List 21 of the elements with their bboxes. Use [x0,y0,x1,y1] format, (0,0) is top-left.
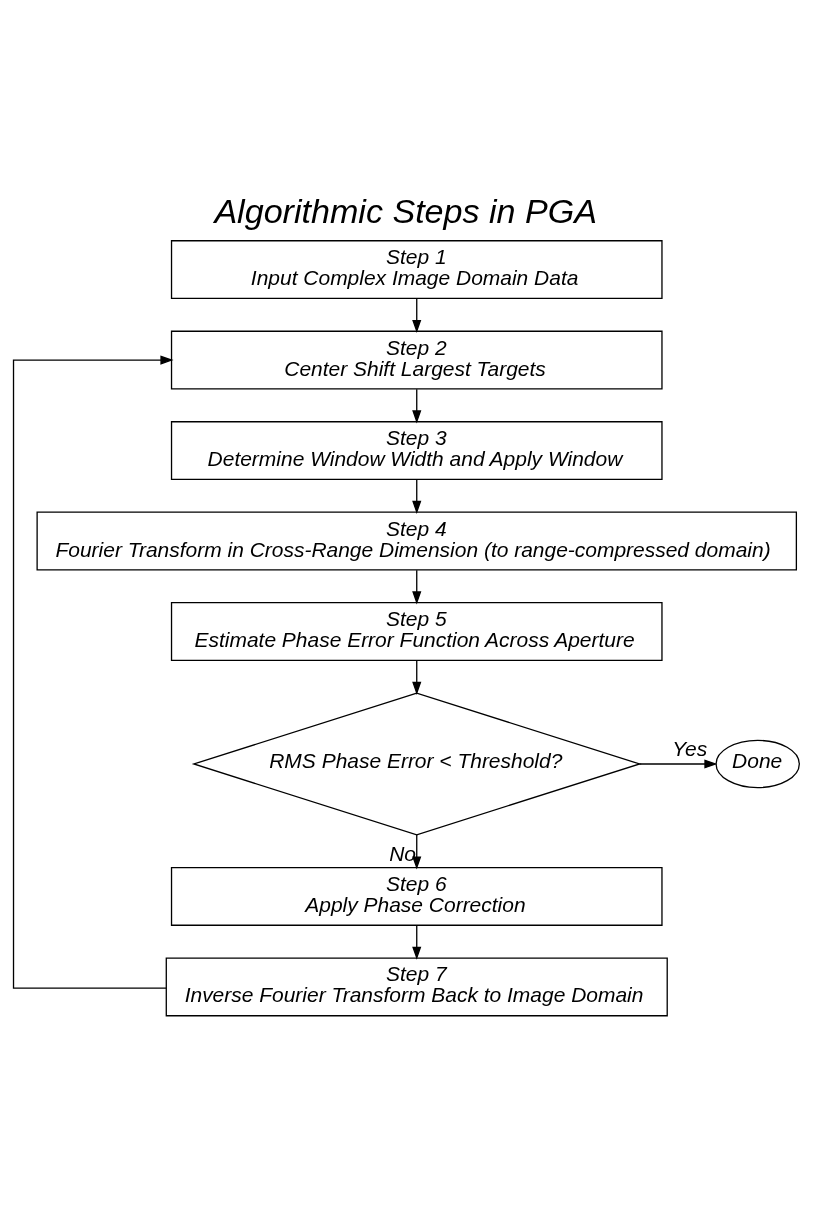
arrow [412,569,422,605]
node-ellipse: Done [715,739,800,789]
node-box: Step 7 Inverse Fourier Transform Back to Image Domain [165,957,668,1017]
node-box: Step 1 Input Complex Image Domain Data [170,240,663,300]
arrow [412,924,422,960]
arrow [638,759,718,769]
node-box: Step 4 Fourier Transform in Cross-Range Dimension (to range-compressed domain) [36,511,798,571]
node-box: Step 2 Center Shift Largest Targets [170,330,663,390]
node-box: Step 3 Determine Window Width and Apply Window [170,421,663,481]
arrow [412,660,422,695]
arrow [412,479,422,514]
arrow [412,298,422,333]
arrow [12,355,174,989]
node-diamond: RMS Phase Error < Threshold? [191,692,642,836]
edge-label: No [389,842,417,866]
arrow [412,834,422,870]
node-box: Step 6 Apply Phase Correction [170,866,663,926]
edge-label: Yes [672,736,708,760]
diagram-title: Algorithmic Steps in PGA [214,192,597,231]
arrow [412,388,422,424]
node-box: Step 5 Estimate Phase Error Function Across Aperture [170,602,663,662]
